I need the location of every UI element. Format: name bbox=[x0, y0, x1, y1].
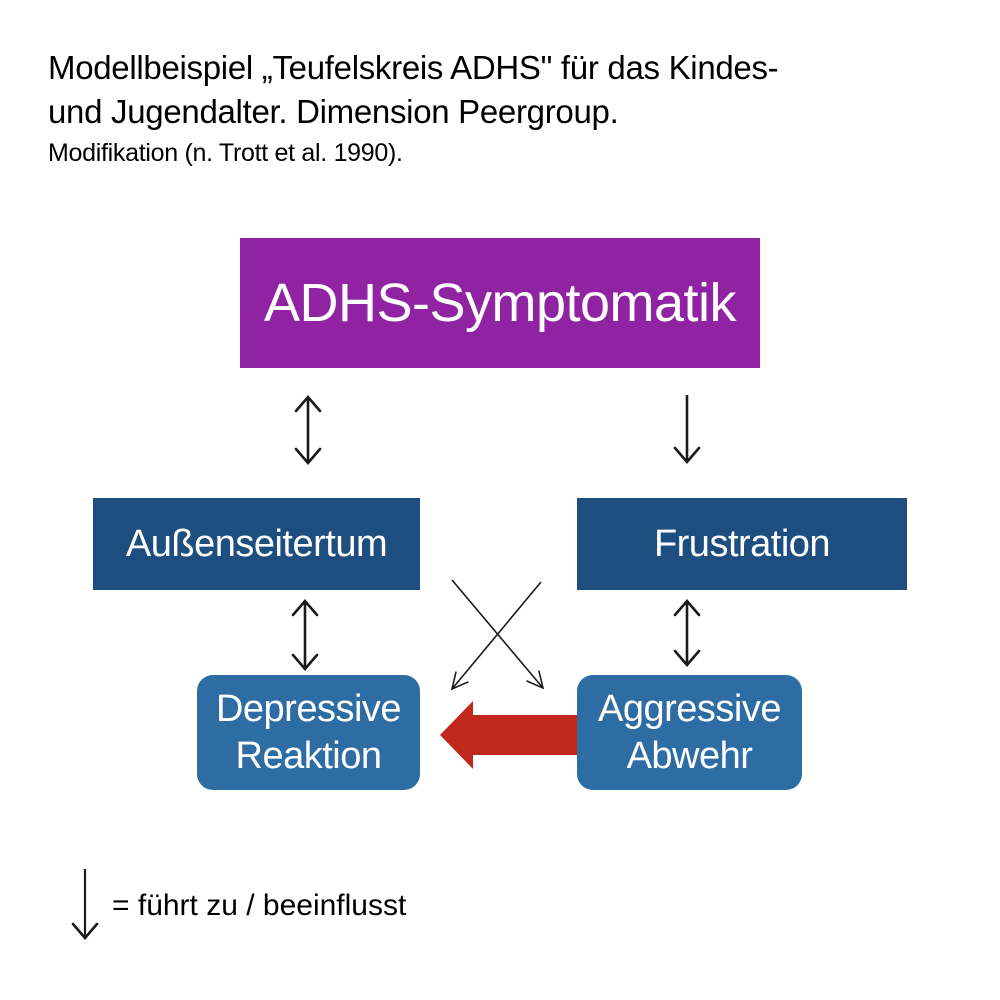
node-depressive-reaktion: Depressive Reaktion bbox=[197, 675, 420, 790]
node-depressive-reaktion-label-line1: Depressive bbox=[215, 687, 402, 730]
node-adhs-symptomatik: ADHS-Symptomatik bbox=[240, 238, 760, 368]
node-aussenseitertum: Außenseitertum bbox=[93, 498, 420, 590]
title-line-1: Modellbeispiel „Teufelskreis ADHS" für d… bbox=[48, 49, 779, 86]
node-depressive-reaktion-label-line2: Reaktion bbox=[235, 734, 382, 777]
title-source-note: Modifikation (n. Trott et al. 1990). bbox=[48, 139, 403, 167]
node-aussenseitertum-label: Außenseitertum bbox=[125, 522, 388, 565]
node-aggressive-abwehr: Aggressive Abwehr bbox=[577, 675, 802, 790]
node-adhs-symptomatik-label: ADHS-Symptomatik bbox=[263, 273, 737, 333]
node-aggressive-abwehr-label-line2: Abwehr bbox=[626, 734, 753, 777]
cross-arrow-frustration-depressive-icon bbox=[450, 581, 542, 691]
node-aggressive-abwehr-label-line1: Aggressive bbox=[598, 687, 781, 730]
node-frustration-label: Frustration bbox=[653, 522, 831, 565]
red-block-arrow-aggressive-to-depressive-icon bbox=[440, 701, 600, 769]
node-frustration: Frustration bbox=[577, 498, 907, 590]
legend-text: = führt zu / beeinflusst bbox=[112, 889, 407, 922]
diagram-title: Modellbeispiel „Teufelskreis ADHS" für d… bbox=[48, 46, 779, 170]
title-line-2: und Jugendalter. Dimension Peergroup. bbox=[48, 93, 619, 130]
